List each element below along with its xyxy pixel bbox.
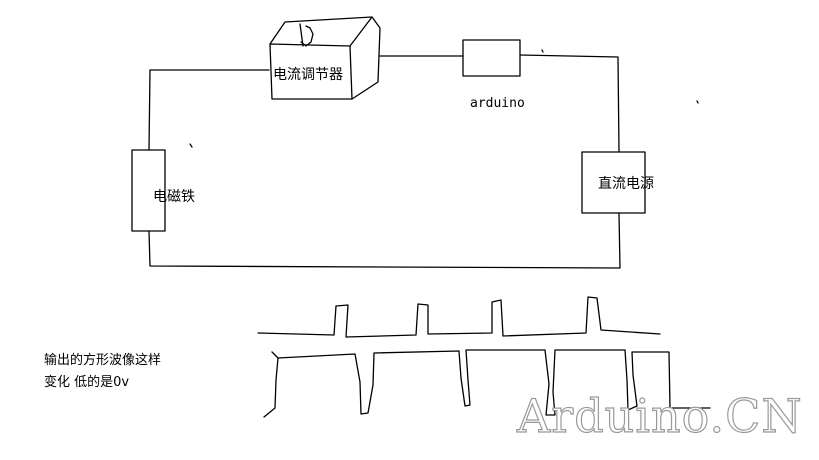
- square-wave-top: [257, 296, 661, 338]
- stray-mark: [696, 100, 699, 104]
- dc-power-label: 直流电源: [598, 175, 654, 192]
- stray-mark: [541, 49, 544, 53]
- watermark: Arduino.CN: [516, 389, 803, 443]
- square-wave-bottom-tail: [263, 357, 279, 418]
- square-wave-bottom: [271, 349, 711, 416]
- stray-mark: [189, 143, 193, 148]
- note-line-2: 变化 低的是0v: [44, 374, 129, 390]
- arduino-label: arduino: [470, 96, 525, 111]
- current-regulator-box: [269, 16, 381, 100]
- arduino-box: [462, 39, 521, 77]
- note-line-1: 输出的方形波像这样: [44, 352, 161, 368]
- electromagnet-label: 电磁铁: [153, 189, 195, 205]
- regulator-label: 电流调节器: [273, 67, 343, 83]
- dc-power-box: [581, 151, 646, 214]
- circuit-wires: [148, 54, 621, 269]
- electromagnet-box: [131, 149, 166, 232]
